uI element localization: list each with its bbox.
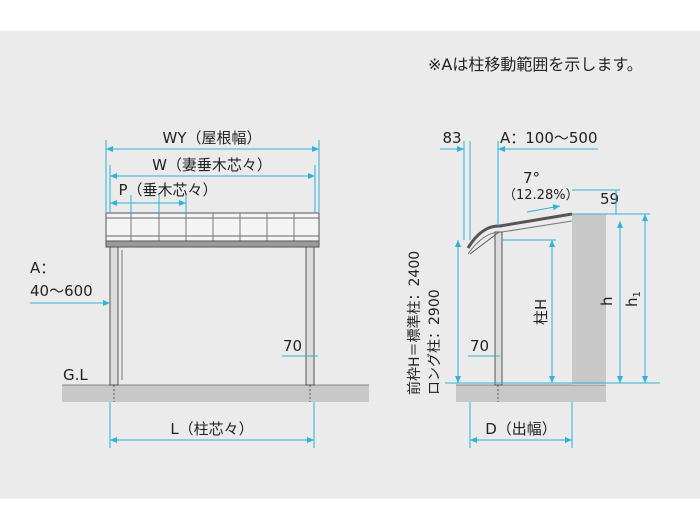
front-a-label: A： [30,259,55,277]
side-seventy-label: 70 [470,337,489,355]
front-view: WY（屋根幅） W（妻垂木芯々） P（垂木芯々） A： 40〜600 G.L 7… [30,129,369,448]
d-label: D（出幅） [485,420,557,438]
front-a-range: 40〜600 [30,282,93,300]
front-seventy-label: 70 [283,337,302,355]
h1-label: h1 [623,291,643,307]
p-label: P（垂木芯々） [118,181,217,199]
front-ground [62,385,369,402]
side-wall [572,214,606,385]
front-right-pillar [305,246,315,386]
movement-range-note: ※Aは柱移動範囲を示します。 [428,55,643,74]
side-view: 83 A：100〜500 7° （12.28%） 59 前枠H＝標準柱：2400… [406,129,660,448]
front-height-long: ロング柱：2900 [427,289,443,395]
front-rafters [130,213,295,241]
wy-label: WY（屋根幅） [163,129,262,147]
side-pillar [494,231,503,386]
front-beam [105,240,320,248]
side-roof [466,212,573,249]
gl-label: G.L [63,366,88,384]
side-83-label: 83 [442,129,461,147]
h-label: h [598,296,616,306]
side-59-label: 59 [600,190,619,208]
side-ground [456,385,606,402]
angle-deg: 7° [523,169,540,187]
side-a-range: A：100〜500 [500,129,598,147]
front-left-pillar [109,246,119,386]
pillar-h-label: 柱H [532,299,550,325]
angle-pct: （12.28%） [503,188,579,203]
front-height-standard: 前枠H＝標準柱：2400 [406,251,423,395]
l-label: L（柱芯々） [170,420,253,438]
w-label: W（妻垂木芯々） [152,156,272,174]
